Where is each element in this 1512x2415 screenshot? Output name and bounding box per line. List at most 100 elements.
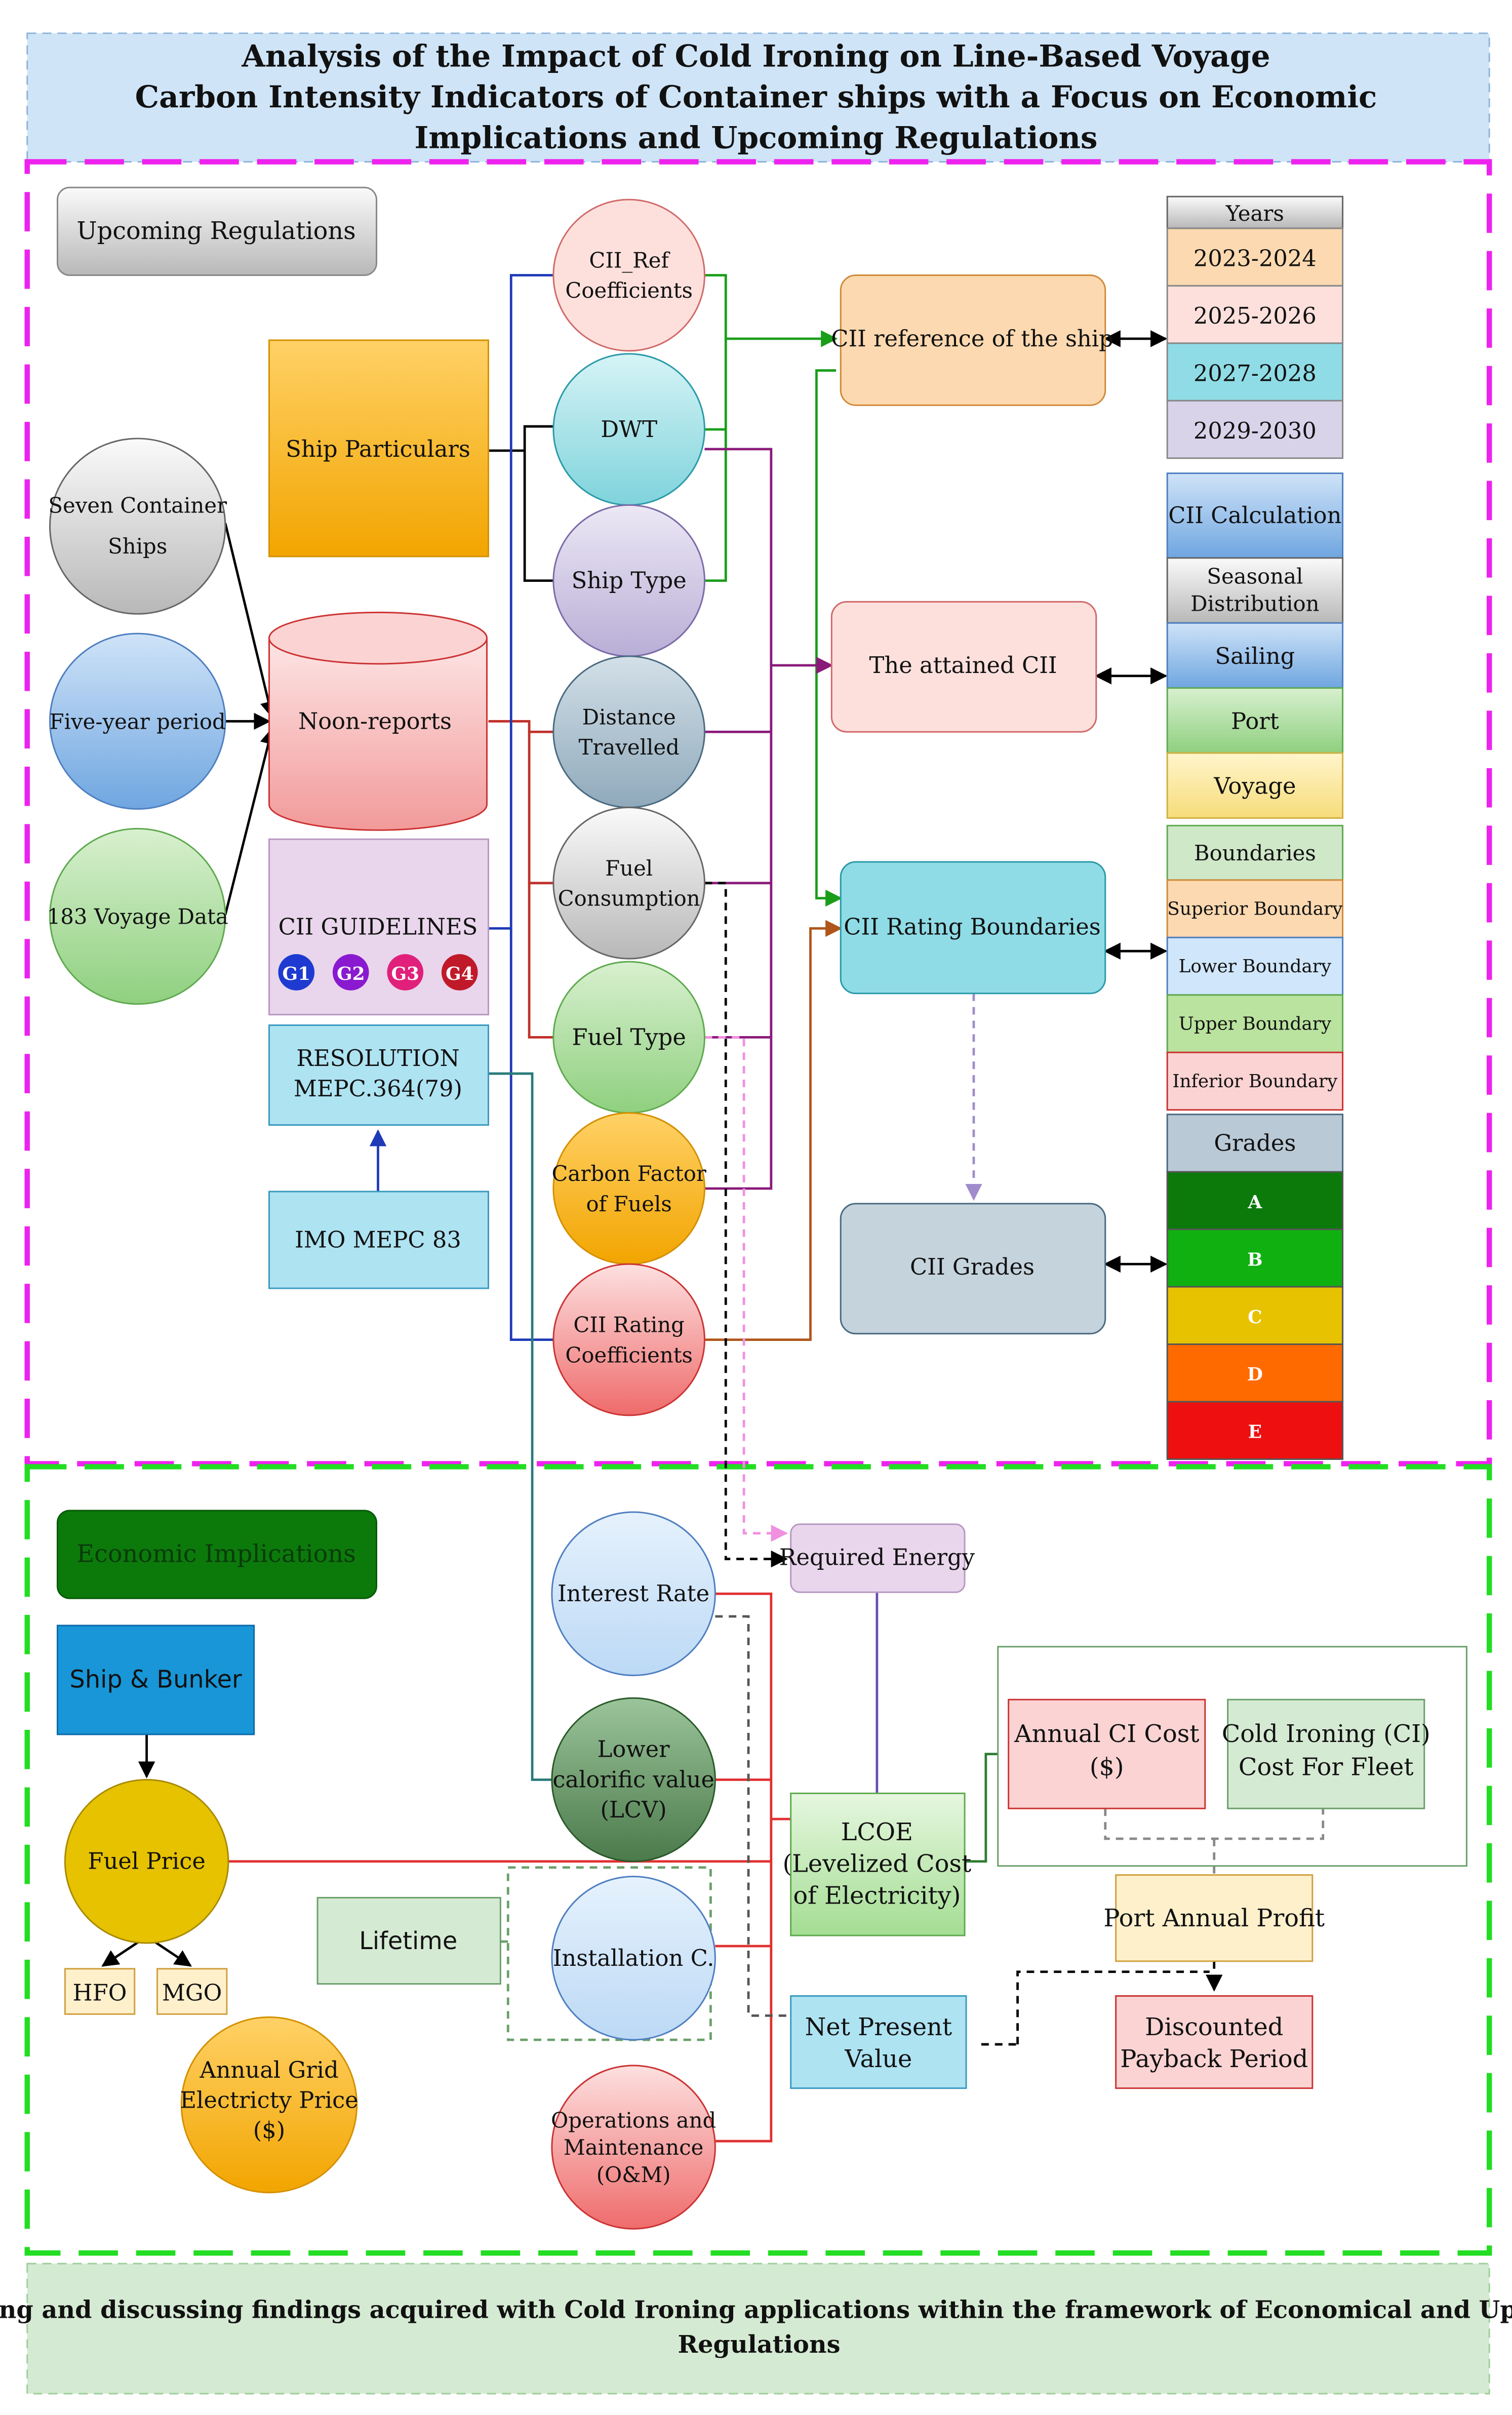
interest-rate-circle: Interest Rate [551, 1511, 716, 1676]
svg-text:Cold Ironing (CI): Cold Ironing (CI) [1222, 1720, 1430, 1748]
svg-text:Travelled: Travelled [578, 735, 679, 760]
svg-text:Lifetime: Lifetime [359, 1927, 457, 1955]
ship-bunker-box: Ship & Bunker [56, 1625, 255, 1735]
svg-text:Installation C.: Installation C. [553, 1945, 714, 1971]
badge-g3: G3 [387, 954, 424, 991]
year-row: 2023-2024 [1193, 245, 1317, 272]
svg-text:Economic Implications: Economic Implications [76, 1540, 355, 1568]
svg-text:G3: G3 [391, 963, 419, 984]
svg-text:($): ($) [253, 2117, 285, 2144]
calculation-row: Voyage [1213, 773, 1296, 800]
grade-b: B [1247, 1249, 1262, 1270]
attained-cii-box: The attained CII [830, 601, 1097, 733]
svg-text:DWT: DWT [601, 416, 657, 443]
svg-text:Interest Rate: Interest Rate [558, 1580, 709, 1607]
installation-circle: Installation C. [551, 1876, 716, 2041]
boundary-row: Superior Boundary [1167, 899, 1343, 920]
footer-line-2: Regulations [678, 2330, 840, 2359]
title-line-2: Carbon Intensity Indicators of Container… [135, 80, 1377, 115]
svg-text:Consumption: Consumption [558, 886, 700, 911]
title-line-3: Implications and Upcoming Regulations [414, 121, 1097, 156]
svg-text:(Levelized Cost: (Levelized Cost [783, 1850, 972, 1878]
economic-implications-label: Economic Implications [56, 1510, 378, 1599]
svg-text:Maintenance: Maintenance [564, 2135, 703, 2160]
svg-text:Upcoming Regulations: Upcoming Regulations [76, 217, 355, 245]
fuel-type-circle: Fuel Type [552, 961, 705, 1114]
lifetime-box: Lifetime [316, 1896, 501, 1985]
svg-text:Fuel Price: Fuel Price [88, 1848, 205, 1875]
svg-text:G2: G2 [337, 963, 365, 984]
calculation-header: CII Calculation [1168, 502, 1341, 529]
svg-text:Operations and: Operations and [551, 2108, 716, 2132]
ship-particulars-box: Ship Particulars [268, 339, 489, 558]
grid-price-circle: Annual Grid Electricty Price ($) [180, 2016, 359, 2194]
svg-text:(O&M): (O&M) [596, 2162, 671, 2187]
svg-text:Fuel: Fuel [605, 856, 653, 881]
year-row: 2029-2030 [1193, 417, 1317, 444]
svg-text:Ship & Bunker: Ship & Bunker [70, 1666, 242, 1693]
svg-text:MGO: MGO [162, 1979, 222, 2006]
year-row: 2025-2026 [1193, 302, 1317, 329]
svg-text:of Electricity): of Electricity) [793, 1882, 961, 1910]
svg-text:CII GUIDELINES: CII GUIDELINES [278, 913, 478, 940]
svg-text:Five-year period: Five-year period [50, 709, 226, 734]
svg-text:IMO MEPC 83: IMO MEPC 83 [295, 1226, 461, 1253]
badge-g1: G1 [278, 954, 315, 991]
svg-text:Cost For Fleet: Cost For Fleet [1239, 1754, 1414, 1781]
resolution-box: RESOLUTION MEPC.364(79) [268, 1024, 489, 1126]
svg-text:MEPC.364(79): MEPC.364(79) [294, 1075, 462, 1102]
cii-grades-box: CII Grades [840, 1203, 1106, 1335]
svg-text:Fuel Type: Fuel Type [572, 1023, 686, 1050]
lcoe-box: LCOE (Levelized Cost of Electricity) [783, 1792, 972, 1936]
year-row: 2027-2028 [1193, 360, 1317, 386]
svg-text:Lower: Lower [598, 1736, 670, 1763]
boundary-row: Inferior Boundary [1172, 1071, 1338, 1092]
grade-a: A [1247, 1192, 1262, 1213]
svg-text:Annual CI Cost: Annual CI Cost [1014, 1720, 1199, 1748]
seven-ships-circle: Seven Container Ships [48, 438, 227, 615]
svg-text:Value: Value [844, 2045, 912, 2073]
svg-text:Port Annual Profit: Port Annual Profit [1103, 1905, 1325, 1932]
noon-reports-cylinder: Noon-reports [268, 611, 488, 831]
badge-g4: G4 [441, 954, 478, 991]
svg-text:Distance: Distance [582, 704, 676, 729]
boundary-row: Upper Boundary [1179, 1013, 1332, 1034]
upcoming-regulations-label: Upcoming Regulations [56, 186, 378, 276]
svg-text:Net Present: Net Present [805, 2013, 952, 2041]
fuel-consumption-circle: Fuel Consumption [552, 807, 705, 960]
grade-d: D [1247, 1364, 1263, 1385]
years-table: Years 2023-2024 2025-2026 2027-2028 2029… [1166, 195, 1344, 459]
svg-text:LCOE: LCOE [841, 1818, 913, 1846]
svg-text:CII_Ref: CII_Ref [589, 248, 670, 273]
net-present-value-box: Net Present Value [790, 1995, 967, 2089]
footer-line-1: Assessing and discussing findings acquir… [0, 2296, 1512, 2324]
svg-text:Coefficients: Coefficients [565, 278, 693, 303]
svg-text:HFO: HFO [73, 1979, 127, 2006]
svg-text:G4: G4 [446, 963, 474, 984]
svg-text:Ship Particulars: Ship Particulars [286, 436, 470, 462]
calculation-row: Port [1231, 707, 1279, 734]
economic-section-border [24, 1464, 1492, 2256]
svg-text:Annual Grid: Annual Grid [199, 2056, 338, 2083]
boundaries-table: Boundaries Superior Boundary Lower Bound… [1166, 824, 1344, 1111]
svg-text:($): ($) [1090, 1754, 1124, 1781]
svg-text:Required Energy: Required Energy [779, 1544, 975, 1571]
svg-text:Carbon Factor: Carbon Factor [551, 1161, 706, 1186]
title-block: Analysis of the Impact of Cold Ironing o… [26, 32, 1490, 163]
footer-block: Assessing and discussing findings acquir… [0, 2263, 1512, 2395]
grades-header: Grades [1214, 1129, 1296, 1156]
fuel-price-circle: Fuel Price [64, 1779, 229, 1944]
svg-text:183 Voyage Data: 183 Voyage Data [47, 904, 228, 929]
title-line-1: Analysis of the Impact of Cold Ironing o… [241, 38, 1270, 74]
svg-text:CII Rating Boundaries: CII Rating Boundaries [844, 913, 1101, 940]
years-header: Years [1225, 201, 1284, 226]
svg-text:CII reference of the ship: CII reference of the ship [831, 325, 1113, 352]
grades-table: Grades A B C D E [1166, 1114, 1344, 1460]
cii-rating-coefficients-circle: CII Rating Coefficients [552, 1263, 705, 1416]
cii-ref-coefficients-circle: CII_Ref Coefficients [552, 199, 705, 352]
cii-reference-box: CII reference of the ship [831, 274, 1113, 406]
five-year-circle: Five-year period [49, 632, 226, 810]
svg-text:Discounted: Discounted [1145, 2013, 1283, 2041]
